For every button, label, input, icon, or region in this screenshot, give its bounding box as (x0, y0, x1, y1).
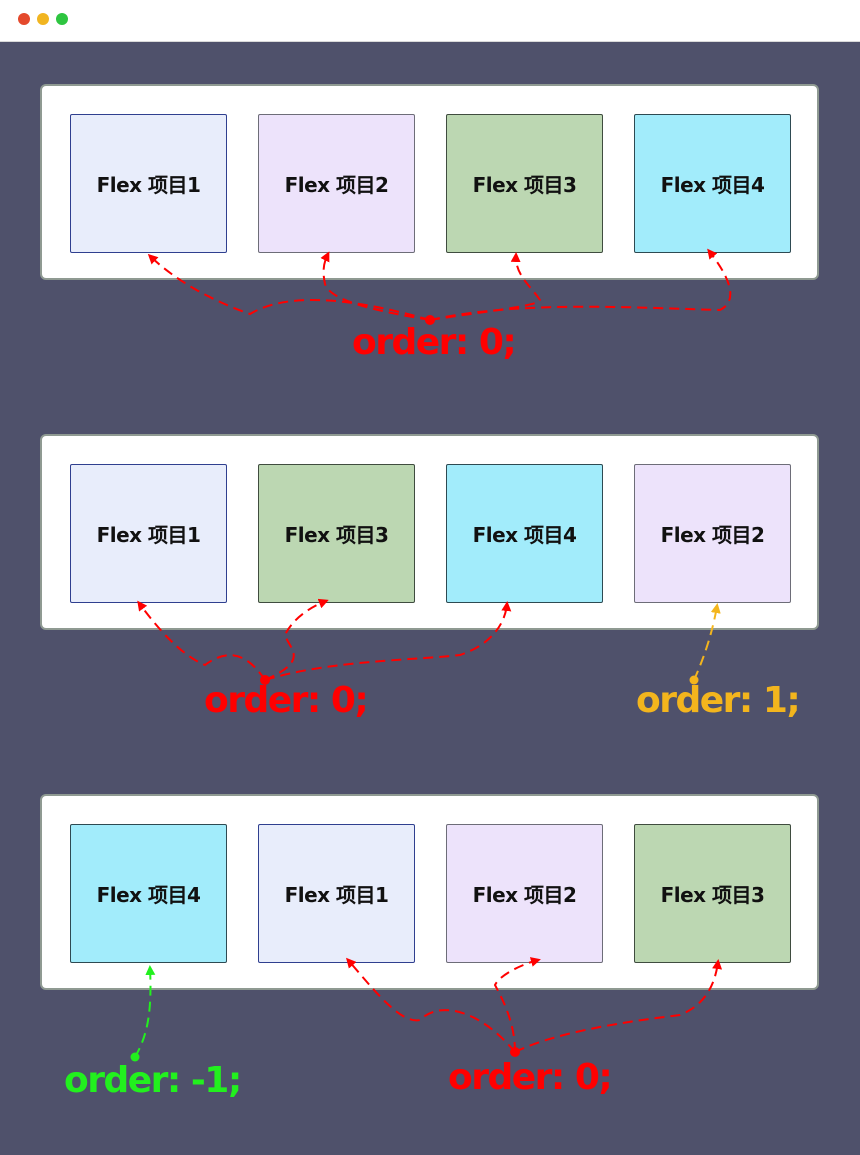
flex-item-1: Flex 项目1 (70, 464, 227, 603)
flex-item-1: Flex 项目1 (70, 114, 227, 253)
order-zero-label: order: 0; (352, 322, 517, 363)
flex-item-2: Flex 项目2 (634, 464, 791, 603)
minimize-window-button[interactable] (37, 13, 49, 25)
order-zero-label: order: 0; (448, 1057, 613, 1098)
flex-item-3: Flex 项目3 (634, 824, 791, 963)
flex-container-row-1: Flex 项目1 Flex 项目2 Flex 项目3 Flex 项目4 (40, 84, 819, 280)
maximize-window-button[interactable] (56, 13, 68, 25)
flex-item-1: Flex 项目1 (258, 824, 415, 963)
window-titlebar (0, 0, 860, 42)
flex-item-4: Flex 项目4 (634, 114, 791, 253)
flex-item-4: Flex 项目4 (446, 464, 603, 603)
order-one-label: order: 1; (636, 680, 801, 721)
flex-container-row-3: Flex 项目4 Flex 项目1 Flex 项目2 Flex 项目3 (40, 794, 819, 990)
order-minus-one-label: order: -1; (64, 1060, 242, 1101)
flex-item-2: Flex 项目2 (446, 824, 603, 963)
flex-item-2: Flex 项目2 (258, 114, 415, 253)
flex-item-4: Flex 项目4 (70, 824, 227, 963)
close-window-button[interactable] (18, 13, 30, 25)
flex-item-3: Flex 项目3 (446, 114, 603, 253)
row-3-anchor-dot (510, 1047, 520, 1057)
order-zero-label: order: 0; (204, 680, 369, 721)
flex-container-row-2: Flex 项目1 Flex 项目3 Flex 项目4 Flex 项目2 (40, 434, 819, 630)
flex-item-3: Flex 项目3 (258, 464, 415, 603)
